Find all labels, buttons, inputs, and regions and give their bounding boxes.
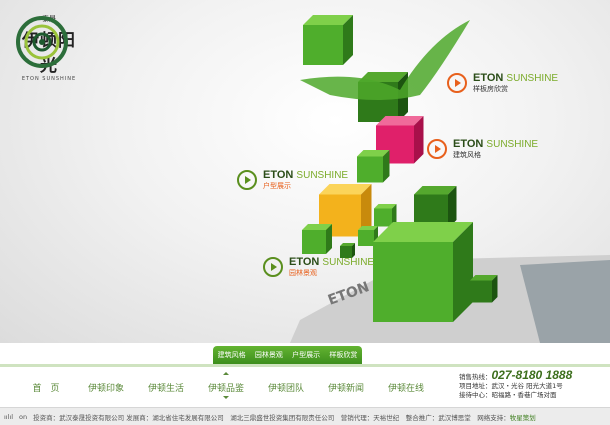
cube-face — [326, 224, 332, 254]
cube-face — [358, 226, 378, 230]
cube-face — [357, 150, 390, 157]
bird — [300, 20, 470, 100]
cube-face — [470, 280, 492, 303]
tab-landscape[interactable]: 园林景观 — [254, 351, 283, 359]
tab-showroom[interactable]: 样板欣赏 — [329, 351, 358, 359]
cube-face — [392, 204, 397, 227]
cube-face — [319, 184, 372, 195]
cube-face — [448, 186, 457, 229]
main-nav: 首 页 伊顿印象 伊顿生活 伊顿品鉴 伊顿团队 伊顿新闻 伊顿在线 — [0, 367, 450, 407]
play-icon — [427, 139, 447, 159]
sub-tabs: 建筑风格 园林景观 户型展示 样板欣赏 — [213, 346, 362, 364]
cube-face — [358, 230, 374, 246]
contact-info: 销售热线：027-8180 1888 项目地址：武汉・光谷 阳光大道1号 接待中… — [459, 368, 573, 399]
cube-face — [376, 116, 424, 126]
logo[interactable]: 泰晟 伊顿阳光 ETON SUNSHINE — [14, 14, 84, 82]
divider — [0, 364, 610, 367]
cube-face — [383, 150, 390, 183]
cube-face — [358, 72, 408, 82]
cube-face — [414, 186, 457, 195]
cube-face — [373, 242, 453, 322]
building-window — [520, 260, 610, 343]
nav-life[interactable]: 伊顿生活 — [147, 383, 184, 394]
play-icon — [447, 73, 467, 93]
arrow-down-icon — [223, 395, 229, 399]
nav-appreciation[interactable]: 伊顿品鉴 — [196, 371, 256, 399]
cube-face — [302, 230, 326, 254]
nav-online[interactable]: 伊顿在线 — [387, 383, 424, 394]
cube-face — [302, 224, 332, 230]
cube-face — [453, 222, 473, 322]
play-icon — [263, 257, 283, 277]
cube-face — [357, 156, 383, 183]
cube-face — [414, 116, 424, 164]
hotline: 027-8180 1888 — [491, 368, 573, 382]
nav-news[interactable]: 伊顿新闻 — [327, 383, 364, 394]
cube-face — [352, 243, 355, 258]
cube-face — [492, 275, 498, 303]
nav-team[interactable]: 伊顿团队 — [267, 383, 304, 394]
footer-credits: 投资商：武汉泰晟投资有限公司 发展商：湖北省住宅发展有限公司 湖北三鼎盛世投资集… — [33, 413, 510, 422]
arrow-up-icon — [223, 371, 229, 375]
cube-face — [414, 194, 448, 229]
cube-face — [340, 246, 352, 258]
cube-illustration: ETON — [290, 15, 610, 343]
cube-face — [374, 204, 397, 209]
cube-face — [303, 15, 353, 25]
cube-face — [343, 15, 353, 65]
music-bars-icon[interactable]: ıılıl — [4, 412, 14, 421]
cube-face — [374, 208, 392, 227]
cube-face — [303, 25, 343, 65]
footer: ıılıl on 投资商：武汉泰晟投资有限公司 发展商：湖北省住宅发展有限公司 … — [0, 407, 610, 425]
tab-architecture[interactable]: 建筑风格 — [217, 351, 246, 359]
cube-face — [340, 243, 355, 246]
cube-face — [470, 275, 498, 281]
cube-face — [373, 222, 473, 242]
hero-banner: ETON 泰晟 伊顿阳光 ETON SUNSHINE ETON SUNSHINE… — [0, 0, 610, 343]
play-icon — [237, 170, 257, 190]
logo-emblem-icon — [16, 16, 68, 68]
tab-floorplans[interactable]: 户型展示 — [292, 351, 321, 359]
sound-toggle[interactable]: on — [19, 412, 28, 421]
nav-home[interactable]: 首 页 — [32, 383, 60, 394]
support-link[interactable]: 牧星策划 — [509, 413, 536, 422]
nav-impression[interactable]: 伊顿印象 — [87, 383, 124, 394]
cube-face — [361, 184, 372, 237]
